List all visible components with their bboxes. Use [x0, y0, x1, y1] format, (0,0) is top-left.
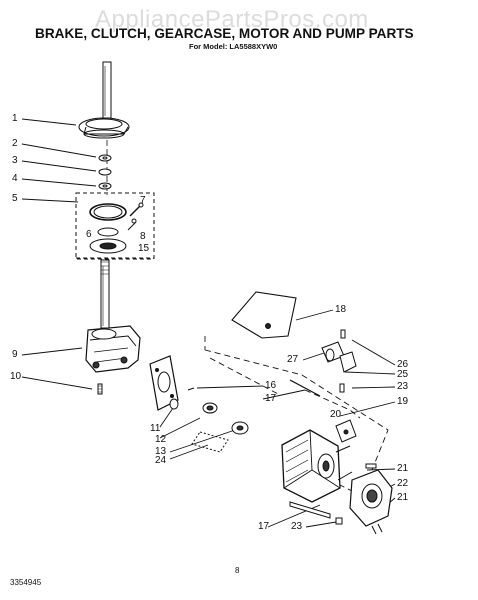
callout-23-upper: 23 — [397, 381, 409, 392]
callout-18: 18 — [335, 304, 347, 315]
document-number: 3354945 — [10, 578, 42, 587]
page-number: 8 — [235, 566, 240, 575]
gearcase-shaft — [100, 259, 110, 329]
motor — [281, 429, 353, 503]
callout-8: 8 — [140, 231, 146, 242]
callout-24: 24 — [155, 455, 167, 466]
callout-5: 5 — [12, 193, 18, 204]
callout-21-upper: 21 — [397, 463, 409, 474]
pump-seal-parts — [169, 387, 249, 453]
callout-1: 1 — [12, 113, 18, 124]
leader-lines — [21, 118, 396, 528]
bottom-strap — [289, 501, 343, 525]
callout-19: 19 — [397, 396, 409, 407]
callout-17-upper: 17 — [265, 393, 277, 404]
callout-10: 10 — [10, 371, 22, 382]
callout-25: 25 — [397, 369, 409, 380]
callout-13: 13 — [155, 446, 167, 457]
model-subtitle: For Model: LA5588XYW0 — [189, 42, 278, 51]
capacitor — [321, 329, 357, 393]
brake-parts — [89, 202, 144, 254]
pump-cover — [149, 355, 179, 411]
callout-4: 4 — [12, 173, 18, 184]
callout-23-lower: 23 — [291, 521, 303, 532]
callout-7: 7 — [140, 195, 146, 206]
callout-17-lower: 17 — [258, 521, 270, 532]
watermark: AppliancePartsPros.com — [95, 6, 369, 33]
shield-plate — [231, 291, 297, 339]
callout-11: 11 — [150, 423, 161, 434]
motor-assembly-outline — [204, 336, 389, 501]
callout-16: 16 — [265, 380, 277, 391]
brake-assembly-box — [75, 192, 155, 260]
switch-bracket — [289, 379, 357, 443]
pump-housing — [349, 463, 393, 535]
gearcase — [85, 325, 141, 373]
callout-21-lower: 21 — [397, 492, 409, 503]
callout-2: 2 — [12, 138, 18, 149]
callout-9: 9 — [12, 349, 18, 360]
callout-15: 15 — [138, 243, 150, 254]
callout-27: 27 — [287, 354, 299, 365]
diagram-title: BRAKE, CLUTCH, GEARCASE, MOTOR AND PUMP … — [35, 26, 414, 41]
callout-6: 6 — [86, 229, 92, 240]
callout-22: 22 — [397, 478, 409, 489]
callout-12: 12 — [155, 434, 167, 445]
callout-3: 3 — [12, 155, 18, 166]
callout-26: 26 — [397, 359, 409, 370]
bolt-10 — [97, 383, 103, 395]
washers — [98, 154, 112, 190]
agitator-shaft — [78, 61, 130, 139]
callout-20: 20 — [330, 409, 342, 420]
